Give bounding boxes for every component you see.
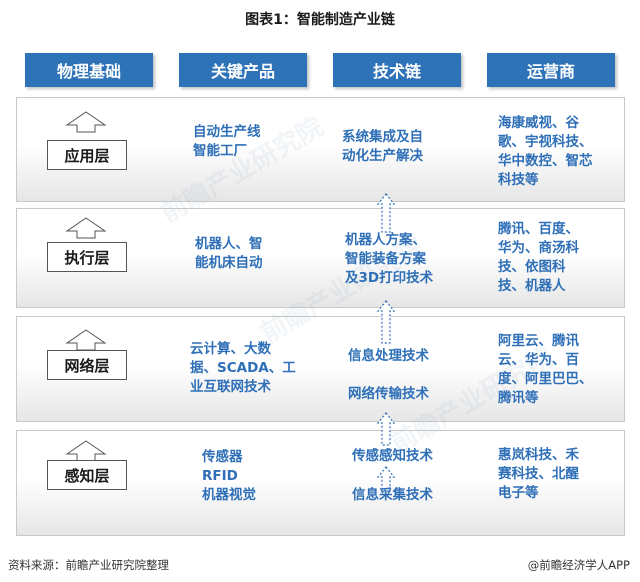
cell-tech-execution: 机器人方案、 智能装备方案 及3D打印技术 — [345, 232, 434, 286]
header-physical-basis: 物理基础 — [25, 53, 153, 87]
header-operators: 运营商 — [487, 53, 615, 87]
cell-tech-perception-2: 信息采集技术 — [352, 487, 433, 503]
brand-credit: @前瞻经济学人APP — [527, 558, 630, 572]
layer-label-application: 应用层 — [47, 140, 127, 170]
cell-products-perception: 传感器 RFID 机器视觉 — [202, 449, 256, 503]
figure-title: 图表1：智能制造产业链 — [245, 12, 395, 28]
layer-label-perception: 感知层 — [47, 460, 127, 490]
dashed-up-arrow-icon — [376, 412, 396, 446]
cell-products-application: 自动生产线 智能工厂 — [193, 124, 261, 159]
dashed-up-arrow-icon — [376, 193, 396, 233]
source-note: 资料来源：前瞻产业研究院整理 — [8, 558, 169, 572]
up-arrow-icon — [65, 440, 107, 462]
cell-operators-network: 阿里云、腾讯 云、华为、百 度、阿里巴巴、 腾讯等 — [498, 333, 593, 406]
layer-label-network: 网络层 — [47, 350, 127, 380]
up-arrow-icon — [65, 329, 107, 351]
cell-tech-application: 系统集成及自 动化生产解决 — [342, 129, 423, 164]
header-tech-chain: 技术链 — [333, 53, 461, 87]
cell-operators-perception: 惠岚科技、禾 赛科技、北醒 电子等 — [498, 447, 579, 501]
up-arrow-icon — [65, 217, 107, 239]
cell-operators-execution: 腾讯、百度、 华为、商汤科 技、依图科 技、机器人 — [498, 221, 579, 294]
cell-products-execution: 机器人、智 能机床自动 — [195, 236, 263, 271]
header-key-products: 关键产品 — [179, 53, 307, 87]
cell-tech-network-1: 信息处理技术 — [348, 348, 429, 364]
cell-tech-perception-1: 传感感知技术 — [352, 448, 433, 464]
cell-operators-application: 海康威视、谷 歌、宇视科技、 华中数控、智芯 科技等 — [498, 115, 593, 188]
up-arrow-icon — [65, 111, 107, 133]
dashed-up-arrow-icon — [376, 466, 396, 492]
layer-label-execution: 执行层 — [47, 242, 127, 272]
cell-products-network: 云计算、大数 据、SCADA、工 业互联网技术 — [190, 341, 296, 395]
cell-tech-network-2: 网络传输技术 — [348, 386, 429, 402]
dashed-up-arrow-icon — [376, 300, 396, 344]
